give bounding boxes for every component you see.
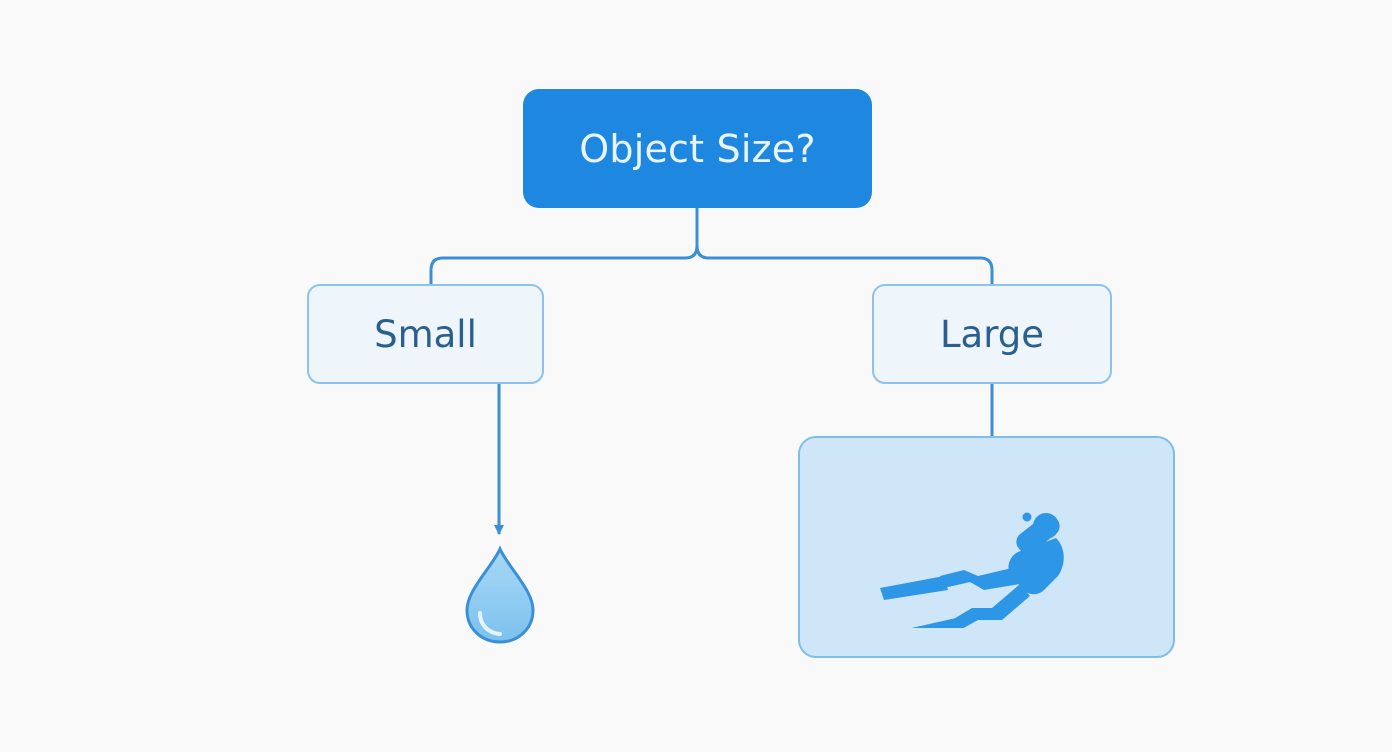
root-node: Object Size? [523, 89, 872, 208]
small-branch-label: Small [374, 312, 477, 356]
large-branch-label: Large [939, 312, 1045, 356]
small-branch-node: Small [307, 284, 544, 384]
root-node-label: Object Size? [579, 126, 816, 171]
connector-root-stem [429, 208, 699, 284]
connector-root-right [695, 245, 994, 284]
water-drop-icon [465, 545, 535, 644]
scuba-diver-icon [880, 512, 1064, 628]
large-object-panel [798, 436, 1175, 658]
large-branch-node: Large [872, 284, 1112, 384]
